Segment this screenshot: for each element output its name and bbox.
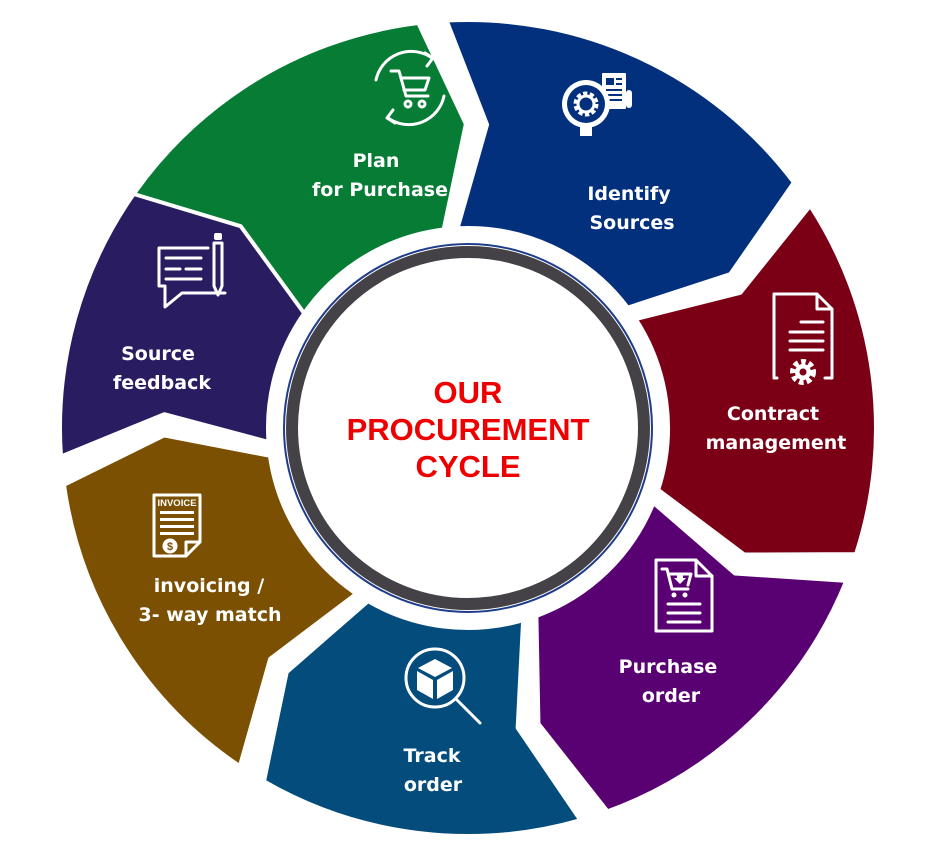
hub-outline (283, 243, 653, 613)
segment-shape-invoicing (61, 433, 359, 769)
track-label-line-2: order (404, 774, 463, 796)
po-label-line-2: order (642, 685, 701, 707)
plan-label-line-2: for Purchase (312, 179, 448, 201)
cart-document-icon (654, 558, 714, 633)
invoicing-label-line-1: invoicing / (154, 575, 265, 597)
hub-ring (286, 246, 650, 610)
cart-cycle-icon (374, 49, 446, 127)
center-title-line-2: PROCUREMENT (347, 412, 590, 447)
segment-shape-identify (444, 18, 796, 310)
identify-label-line-1: Identify (587, 183, 671, 205)
segment-shape-feedback (58, 191, 307, 459)
po-label-line-1: Purchase (619, 656, 718, 678)
invoice-icon-text: INVOICE (157, 498, 196, 509)
feedback-label-line-1: Source (121, 343, 195, 365)
center-hub: OUR PROCUREMENT CYCLE (272, 232, 664, 624)
segment-identify: Identify Sources (562, 73, 675, 234)
contract-label-line-2: management (706, 432, 847, 454)
currency-symbol: $ (167, 541, 173, 553)
segment-shape-plan (112, 21, 468, 330)
identify-label-line-2: Sources (589, 212, 674, 234)
center-title-line-1: OUR (434, 375, 503, 410)
invoice-icon: INVOICE $ (152, 493, 202, 558)
segment-purchase-order: Purchase order (619, 558, 718, 707)
invoicing-label-line-2: 3- way match (138, 604, 281, 626)
feedback-chat-pencil-icon (157, 233, 227, 309)
segment-shape-track (262, 599, 583, 838)
contract-label-line-1: Contract (727, 403, 819, 425)
segment-plan: Plan for Purchase (312, 49, 448, 201)
segment-track: Track order (404, 647, 482, 796)
feedback-label-line-2: feedback (113, 372, 211, 394)
track-label-line-1: Track (404, 745, 461, 767)
segment-shape-purchase-order (534, 500, 849, 814)
segment-invoicing: invoicing / 3- way match INVOICE $ (138, 493, 282, 626)
gear-search-document-icon (562, 73, 632, 136)
contract-document-gear-icon (772, 292, 834, 385)
box-magnifier-icon (404, 647, 482, 725)
segment-feedback: Source feedback (113, 233, 227, 394)
segment-contract: Contract management (706, 292, 847, 454)
center-title-line-3: CYCLE (415, 449, 520, 484)
plan-label-line-1: Plan (353, 150, 400, 172)
